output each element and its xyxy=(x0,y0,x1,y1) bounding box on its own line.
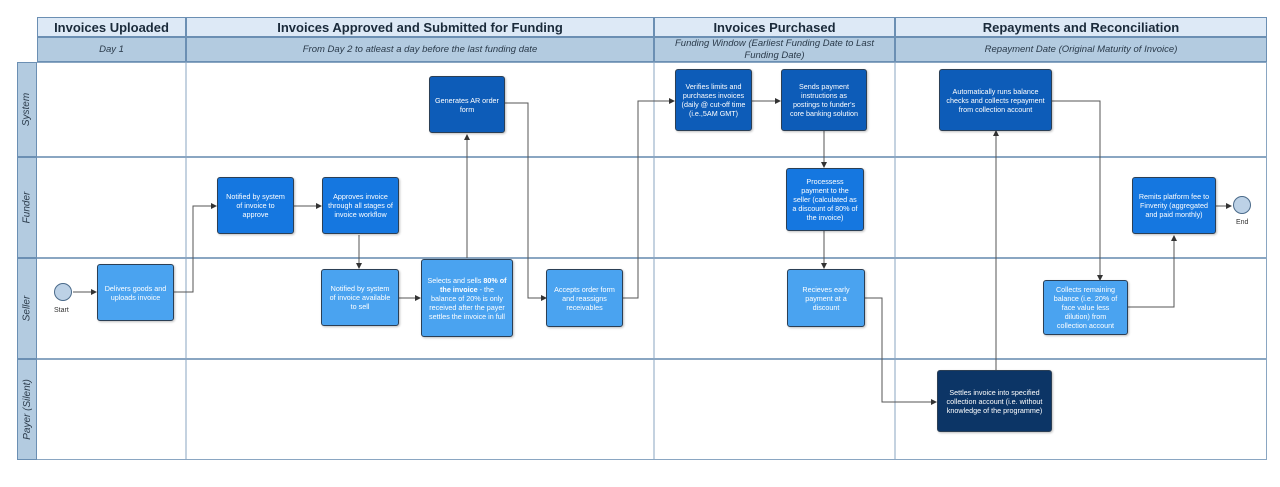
lane-system xyxy=(37,62,1267,157)
phase-header-purchased: Invoices Purchased xyxy=(654,17,895,37)
task-sends-payment-text: Sends payment instructions as postings t… xyxy=(790,82,858,118)
task-collects-remaining: Collects remaining balance (i.e. 20% of … xyxy=(1043,280,1128,335)
phase-header-approved: Invoices Approved and Submitted for Fund… xyxy=(186,17,654,37)
task-sells-invoice-text: Selects and sells 80% of the invoice - t… xyxy=(427,276,507,321)
task-processes-payment: Processess payment to the seller (calcul… xyxy=(786,168,864,231)
task-auto-balance-checks: Automatically runs balance checks and co… xyxy=(939,69,1052,131)
task-generates-ar-form: Generates AR order form xyxy=(429,76,505,133)
sells-text-post: - the balance of 20% is only received af… xyxy=(429,284,505,321)
sells-text-pre: Selects and sells xyxy=(427,275,484,285)
task-sends-payment: Sends payment instructions as postings t… xyxy=(781,69,867,131)
task-generates-ar-form-text: Generates AR order form xyxy=(435,95,499,114)
task-receives-payment-text: Recieves early payment at a discount xyxy=(802,284,850,312)
task-notified-approve: Notified by system of invoice to approve xyxy=(217,177,294,234)
task-receives-payment: Recieves early payment at a discount xyxy=(787,269,865,327)
task-notified-approve-text: Notified by system of invoice to approve xyxy=(226,192,285,219)
phase-subtitle-repayments: Repayment Date (Original Maturity of Inv… xyxy=(895,37,1267,62)
task-processes-payment-text: Processess payment to the seller (calcul… xyxy=(792,177,858,222)
lane-seller xyxy=(37,258,1267,359)
task-settles-invoice-text: Settles invoice into specified collectio… xyxy=(946,387,1043,415)
lane-label-payer: Payer (Silent) xyxy=(17,359,37,460)
task-auto-balance-checks-text: Automatically runs balance checks and co… xyxy=(946,86,1045,114)
task-verifies-limits: Verifies limits and purchases invoices (… xyxy=(675,69,752,131)
task-remits-fee-text: Remits platform fee to Finverity (aggreg… xyxy=(1138,192,1210,219)
lane-label-seller: Seller xyxy=(17,258,37,359)
start-event xyxy=(54,283,72,301)
task-verifies-limits-text: Verifies limits and purchases invoices (… xyxy=(681,82,746,118)
task-sells-invoice: Selects and sells 80% of the invoice - t… xyxy=(421,259,513,337)
end-event xyxy=(1233,196,1251,214)
sells-text-bold: 80% of the invoice xyxy=(440,275,507,294)
phase-subtitle-uploaded: Day 1 xyxy=(37,37,186,62)
task-approves-invoice-text: Approves invoice through all stages of i… xyxy=(328,192,393,219)
phase-subtitle-approved: From Day 2 to atleast a day before the l… xyxy=(186,37,654,62)
end-label: End xyxy=(1236,219,1249,226)
task-accepts-order-form-text: Accepts order form and reassigns receiva… xyxy=(554,284,615,312)
task-collects-remaining-text: Collects remaining balance (i.e. 20% of … xyxy=(1053,285,1118,330)
task-approves-invoice: Approves invoice through all stages of i… xyxy=(322,177,399,234)
phase-subtitle-purchased: Funding Window (Earliest Funding Date to… xyxy=(654,37,895,62)
phase-header-uploaded: Invoices Uploaded xyxy=(37,17,186,37)
task-notified-sell-text: Notified by system of invoice available … xyxy=(329,284,391,311)
lane-label-system: System xyxy=(17,62,37,157)
task-delivers-goods-text: Delivers goods and uploads invoice xyxy=(104,283,167,302)
phase-header-repayments: Repayments and Reconciliation xyxy=(895,17,1267,37)
task-accepts-order-form: Accepts order form and reassigns receiva… xyxy=(546,269,623,327)
start-label: Start xyxy=(54,307,69,314)
task-remits-fee: Remits platform fee to Finverity (aggreg… xyxy=(1132,177,1216,234)
task-settles-invoice: Settles invoice into specified collectio… xyxy=(937,370,1052,432)
lane-payer xyxy=(37,359,1267,460)
task-notified-sell: Notified by system of invoice available … xyxy=(321,269,399,326)
task-delivers-goods: Delivers goods and uploads invoice xyxy=(97,264,174,321)
lane-label-funder: Funder xyxy=(17,157,37,258)
lane-funder xyxy=(37,157,1267,258)
